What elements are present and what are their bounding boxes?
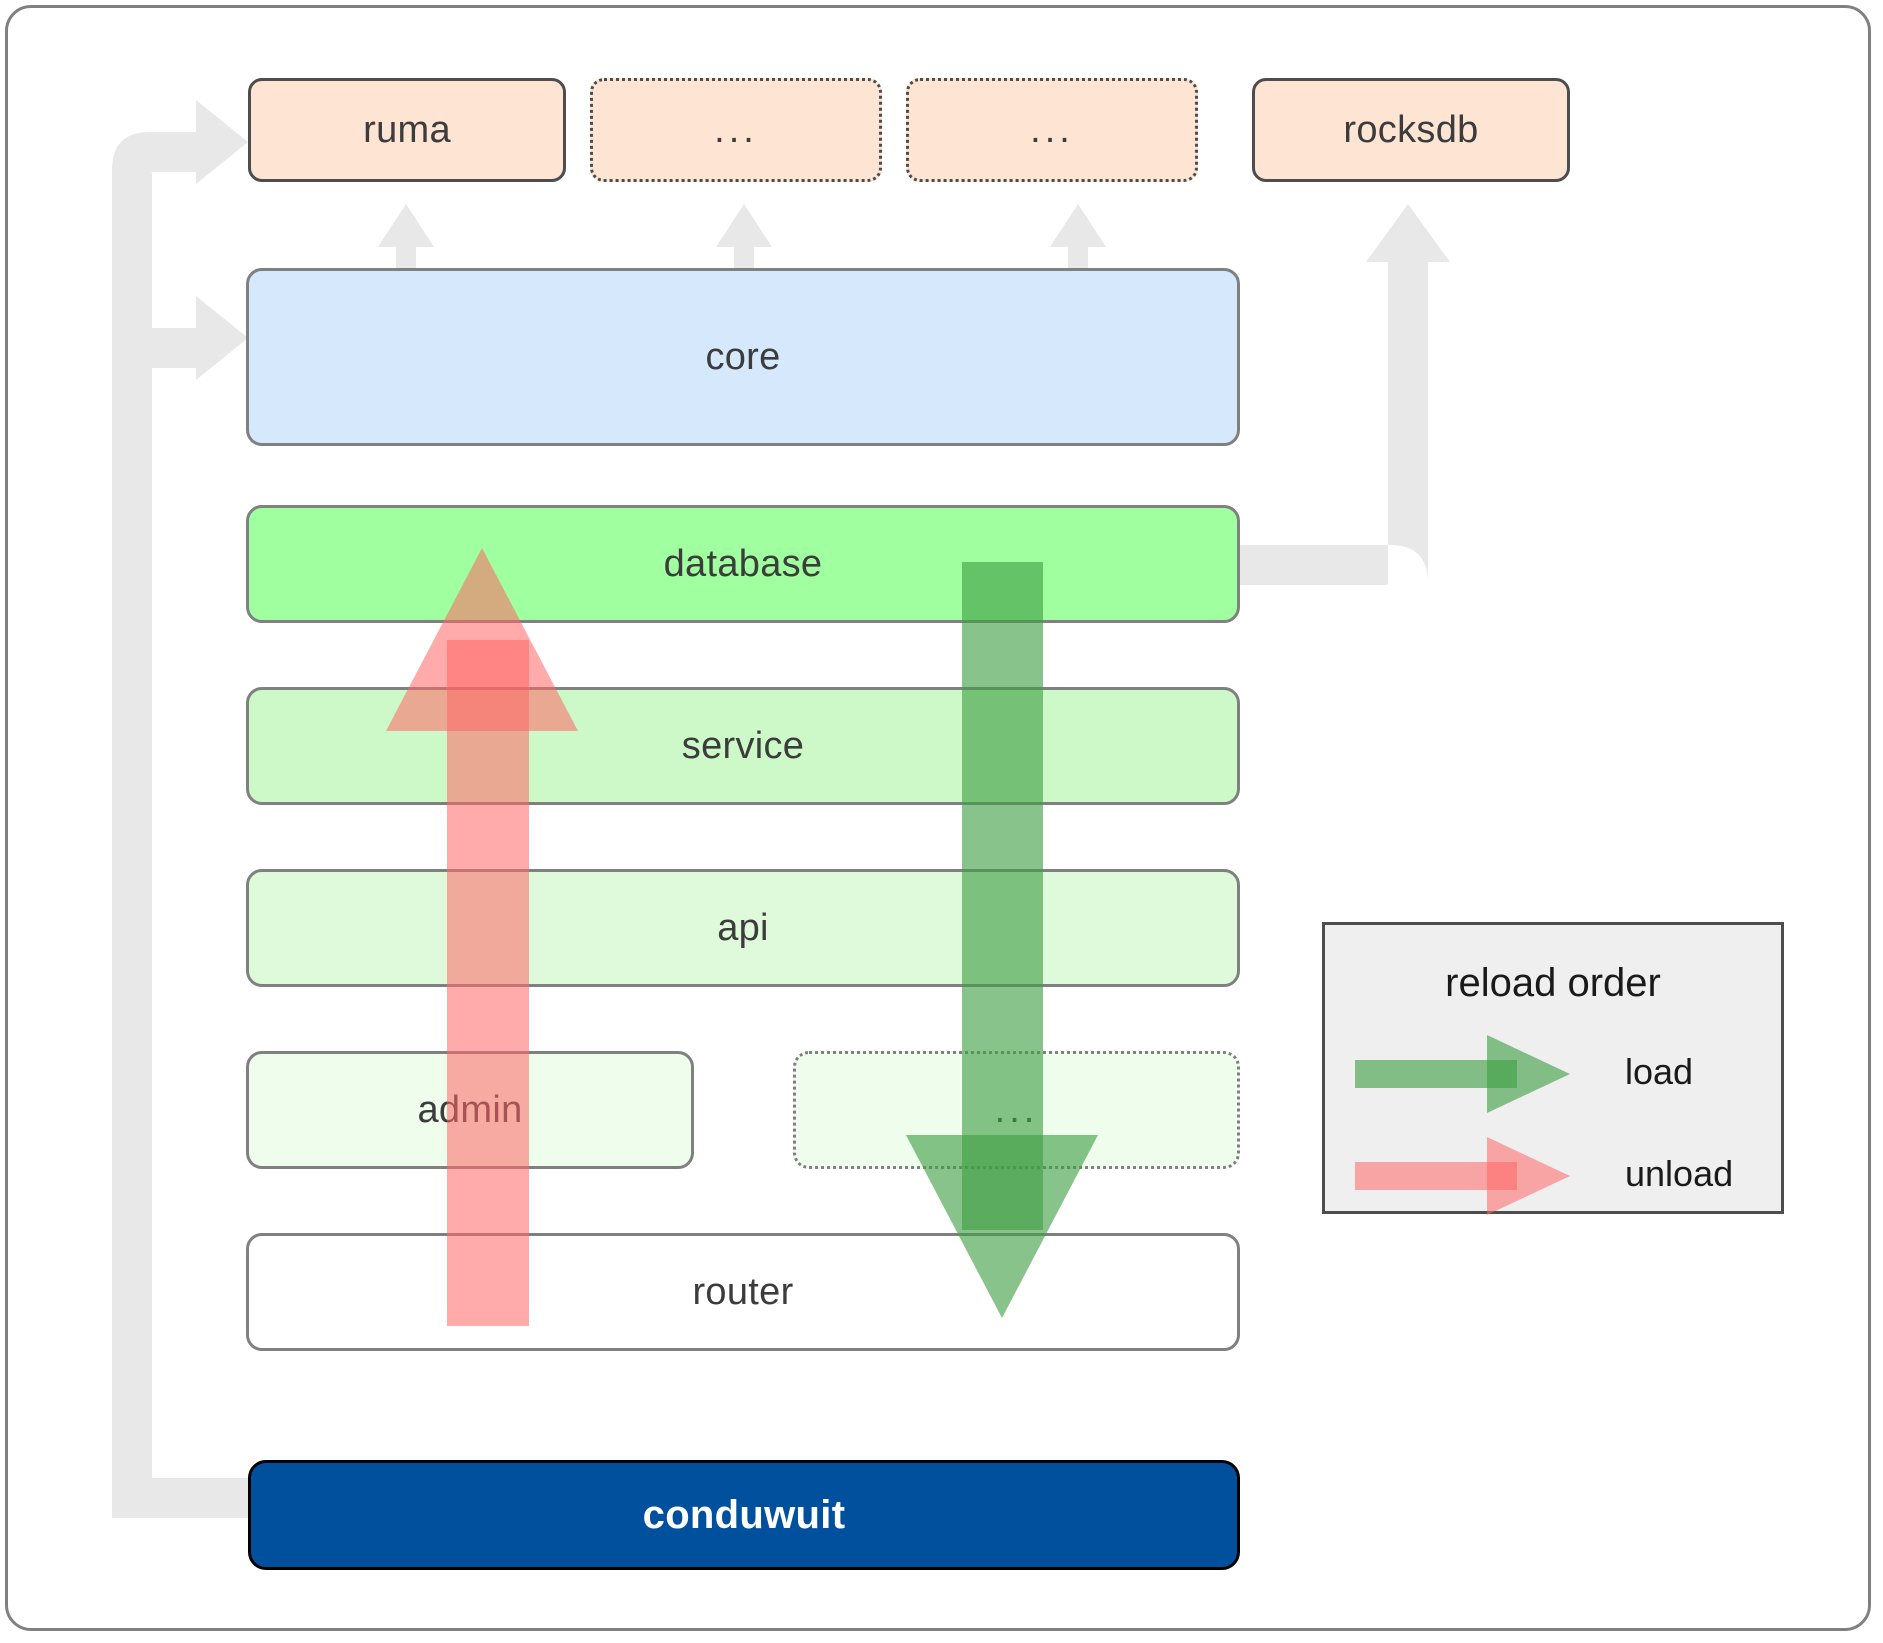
node-database-label: database [663, 542, 823, 585]
legend-reload-order: reload order load unload [1322, 922, 1784, 1215]
node-dependency-placeholder-b-label: ... [1030, 108, 1074, 151]
node-layer-placeholder-label: ... [994, 1088, 1039, 1131]
node-dependency-placeholder-b[interactable]: ... [906, 78, 1198, 182]
node-database[interactable]: database [246, 505, 1240, 623]
node-conduwuit-label: conduwuit [642, 1492, 846, 1537]
node-dependency-placeholder-a[interactable]: ... [590, 78, 882, 182]
node-core-label: core [705, 335, 781, 378]
node-api[interactable]: api [246, 869, 1240, 987]
legend-unload-arrow [1355, 1137, 1570, 1215]
node-admin-label: admin [417, 1088, 523, 1131]
node-ruma[interactable]: ruma [248, 78, 566, 182]
legend-label-load: load [1625, 1051, 1694, 1092]
node-service[interactable]: service [246, 687, 1240, 805]
node-router-label: router [692, 1270, 794, 1313]
node-rocksdb-label: rocksdb [1343, 108, 1479, 151]
node-layer-placeholder[interactable]: ... [793, 1051, 1240, 1169]
diagram-frame [5, 5, 1871, 1631]
node-dependency-placeholder-a-label: ... [714, 108, 758, 151]
legend-title: reload order [1445, 961, 1661, 1005]
node-admin[interactable]: admin [246, 1051, 694, 1169]
legend-load-arrow [1355, 1035, 1570, 1113]
node-core[interactable]: core [246, 268, 1240, 446]
legend-label-unload: unload [1625, 1153, 1734, 1194]
node-ruma-label: ruma [363, 108, 451, 151]
legend-arrow-graphics [1355, 1035, 1570, 1215]
node-rocksdb[interactable]: rocksdb [1252, 78, 1570, 182]
node-conduwuit[interactable]: conduwuit [248, 1460, 1240, 1570]
node-router[interactable]: router [246, 1233, 1240, 1351]
node-service-label: service [681, 724, 805, 767]
node-api-label: api [717, 906, 769, 949]
